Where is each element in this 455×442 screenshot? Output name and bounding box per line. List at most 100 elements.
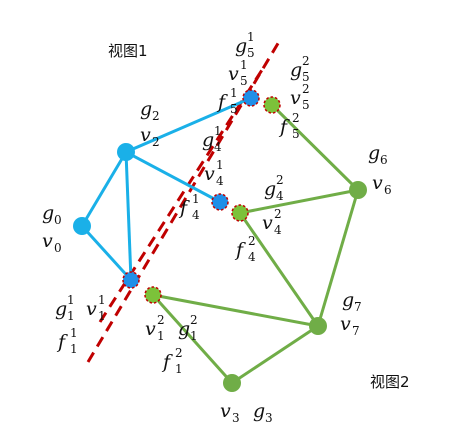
edge-v4-2-v7 xyxy=(238,212,320,327)
split-node-v4-1 xyxy=(211,193,229,211)
label-f5-2: f 5 2 xyxy=(278,111,300,141)
node-v3 xyxy=(223,374,241,392)
svg-text:1: 1 xyxy=(247,30,255,44)
svg-text:1: 1 xyxy=(214,124,222,138)
edge-v1-2-v7 xyxy=(152,293,319,328)
svg-text:v: v xyxy=(262,212,273,234)
svg-text:f: f xyxy=(178,197,190,219)
label-v5-2: v 5 2 xyxy=(290,82,310,112)
label-g1-1: g 1 1 xyxy=(55,293,75,323)
svg-text:3: 3 xyxy=(265,411,273,425)
svg-text:1: 1 xyxy=(230,86,238,100)
view1-edges xyxy=(80,96,252,282)
edge-v0-v1-1 xyxy=(80,224,133,282)
svg-text:f: f xyxy=(278,116,290,138)
edge-v7-v3 xyxy=(231,324,319,385)
svg-text:v: v xyxy=(228,63,239,85)
svg-text:4: 4 xyxy=(192,208,200,222)
svg-text:g: g xyxy=(342,289,354,311)
svg-text:v: v xyxy=(145,318,156,340)
svg-text:v: v xyxy=(140,124,151,146)
svg-text:1: 1 xyxy=(216,158,224,172)
edge-v1-2-v3 xyxy=(151,293,234,385)
svg-text:1: 1 xyxy=(98,309,106,323)
svg-text:g: g xyxy=(178,318,190,340)
label-f1-2: f 1 2 xyxy=(161,346,183,376)
edge-v4-2-v6 xyxy=(239,188,359,215)
svg-text:g: g xyxy=(140,98,152,120)
svg-text:2: 2 xyxy=(175,346,183,360)
svg-text:2: 2 xyxy=(276,173,284,187)
svg-text:2: 2 xyxy=(152,109,160,123)
svg-text:5: 5 xyxy=(230,102,238,116)
svg-text:g: g xyxy=(264,178,276,200)
label-g4-1: g 4 1 xyxy=(202,124,222,154)
svg-text:2: 2 xyxy=(302,82,310,96)
label-f1-1: f 1 1 xyxy=(56,326,78,356)
svg-text:g: g xyxy=(42,202,54,224)
svg-text:v: v xyxy=(86,298,97,320)
label-g6: g 6 xyxy=(368,142,388,167)
svg-text:g: g xyxy=(368,142,380,164)
node-v2 xyxy=(117,143,135,161)
svg-text:1: 1 xyxy=(175,362,183,376)
svg-text:2: 2 xyxy=(157,313,165,327)
label-g7: g 7 xyxy=(342,289,362,314)
svg-text:1: 1 xyxy=(240,58,248,72)
svg-text:1: 1 xyxy=(67,309,75,323)
svg-text:6: 6 xyxy=(384,183,392,197)
view2-label: 视图2 xyxy=(370,373,410,391)
label-g0: g 0 xyxy=(42,202,62,227)
split-node-v1-2 xyxy=(144,286,162,304)
svg-text:f: f xyxy=(216,91,228,113)
label-v2: v 2 xyxy=(140,124,160,149)
svg-text:5: 5 xyxy=(302,70,310,84)
svg-text:2: 2 xyxy=(152,135,160,149)
label-v6: v 6 xyxy=(372,172,392,197)
edge-v0-v2 xyxy=(80,151,128,227)
svg-text:1: 1 xyxy=(70,326,78,340)
svg-text:5: 5 xyxy=(302,98,310,112)
svg-text:1: 1 xyxy=(70,342,78,356)
label-v1-1: v 1 1 xyxy=(86,293,106,323)
node-v7 xyxy=(309,317,327,335)
edge-v2-v1-1 xyxy=(124,151,133,281)
svg-text:1: 1 xyxy=(98,293,106,307)
svg-text:v: v xyxy=(220,400,231,422)
svg-text:4: 4 xyxy=(214,140,222,154)
svg-text:4: 4 xyxy=(248,250,256,264)
svg-text:g: g xyxy=(55,298,67,320)
svg-text:2: 2 xyxy=(248,234,256,248)
svg-text:f: f xyxy=(161,351,173,373)
svg-text:v: v xyxy=(340,313,351,335)
svg-text:1: 1 xyxy=(67,293,75,307)
svg-text:v: v xyxy=(290,87,301,109)
split-node-v1-1 xyxy=(122,271,140,289)
svg-text:4: 4 xyxy=(276,189,284,203)
label-v7: v 7 xyxy=(340,313,360,338)
svg-text:2: 2 xyxy=(190,313,198,327)
seam-line-1 xyxy=(98,69,264,323)
svg-text:2: 2 xyxy=(292,111,300,125)
svg-text:f: f xyxy=(56,331,68,353)
svg-text:f: f xyxy=(234,239,246,261)
svg-text:1: 1 xyxy=(190,329,198,343)
split-node-v5-2 xyxy=(263,96,281,114)
label-g3: g 3 xyxy=(253,400,273,425)
label-v0: v 0 xyxy=(42,230,62,255)
label-v4-2: v 4 2 xyxy=(262,207,282,237)
edge-v5-2-v6 xyxy=(270,103,360,192)
svg-text:g: g xyxy=(235,35,247,57)
svg-text:7: 7 xyxy=(354,300,362,314)
svg-text:6: 6 xyxy=(380,153,388,167)
label-v3: v 3 xyxy=(220,400,240,425)
svg-text:g: g xyxy=(202,129,214,151)
svg-text:g: g xyxy=(253,400,265,422)
label-g1-2: g 1 2 xyxy=(178,313,198,343)
edge-v6-v7 xyxy=(316,189,360,327)
edge-v2-v5-1 xyxy=(125,96,252,154)
svg-text:7: 7 xyxy=(352,324,360,338)
edge-v2-v4-1 xyxy=(125,150,221,204)
svg-text:2: 2 xyxy=(274,207,282,221)
